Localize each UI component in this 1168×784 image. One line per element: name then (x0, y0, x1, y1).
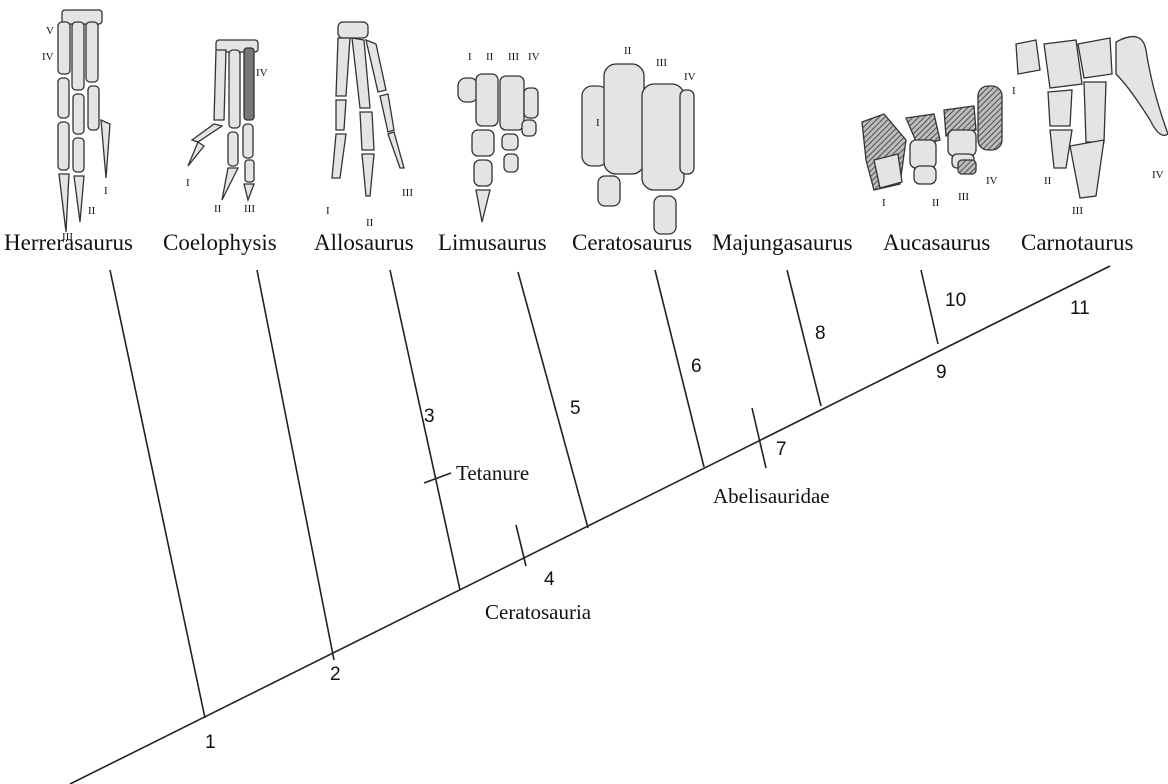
branch-coelophysis (257, 270, 334, 660)
clade-label-abelisauridae: Abelisauridae (713, 484, 830, 508)
node-number-5: 5 (570, 398, 581, 419)
digit-label-herrerasaurus-ii: II (88, 205, 96, 217)
digit-label-limusaurus-ii: II (486, 51, 494, 63)
digit-label-aucasaurus-i: I (882, 197, 886, 209)
clade-labels: Tetanure Ceratosauria Abelisauridae (456, 461, 830, 624)
node-number-9: 9 (936, 362, 947, 383)
digit-label-ceratosaurus-i: I (596, 117, 600, 129)
aucasaurus-hand-illustration (862, 86, 1002, 190)
digit-label-ceratosaurus-iii: III (656, 57, 667, 69)
taxon-labels: Herrerasaurus Coelophysis Allosaurus Lim… (4, 230, 1133, 255)
digit-label-aucasaurus-iv: IV (986, 175, 998, 187)
herrerasaurus-hand-illustration (58, 10, 110, 232)
taxon-label-carnotaurus: Carnotaurus (1021, 230, 1133, 255)
taxon-label-ceratosaurus: Ceratosaurus (572, 230, 692, 255)
digit-label-carnotaurus-iii: III (1072, 205, 1083, 217)
tetanure-tick (424, 473, 451, 483)
node-number-11: 11 (1070, 298, 1090, 319)
node-number-8: 8 (815, 323, 826, 344)
digit-label-coelophysis-iv: IV (256, 67, 268, 79)
node-number-6: 6 (691, 356, 702, 377)
digit-label-limusaurus-iv: IV (528, 51, 540, 63)
node-numbers: 1 2 3 4 5 6 7 8 9 10 11 (205, 290, 1090, 753)
clade-label-ceratosauria: Ceratosauria (485, 600, 592, 624)
branch-aucasaurus (921, 270, 938, 344)
taxon-label-herrerasaurus: Herrerasaurus (4, 230, 133, 255)
digit-label-carnotaurus-ii: II (1044, 175, 1052, 187)
digit-label-herrerasaurus-v: V (46, 25, 54, 37)
digit-label-carnotaurus-i: I (1012, 85, 1016, 97)
digit-label-aucasaurus-ii: II (932, 197, 940, 209)
node-number-1: 1 (205, 732, 216, 753)
digit-label-ceratosaurus-iv: IV (684, 71, 696, 83)
digit-label-herrerasaurus-i: I (104, 185, 108, 197)
digit-label-limusaurus-i: I (468, 51, 472, 63)
node-number-3: 3 (424, 406, 435, 427)
coelophysis-hand-illustration (188, 40, 258, 200)
clade-label-tetanure: Tetanure (456, 461, 529, 485)
main-stem-line (70, 266, 1110, 784)
taxon-label-majungasaurus: Majungasaurus (712, 230, 853, 255)
digit-label-carnotaurus-iv: IV (1152, 169, 1164, 181)
node-number-2: 2 (330, 664, 341, 685)
digit-label-allosaurus-ii: II (366, 217, 374, 229)
digit-label-coelophysis-ii: II (214, 203, 222, 215)
allosaurus-hand-illustration (332, 22, 404, 196)
node-number-4: 4 (544, 569, 555, 590)
digit-label-coelophysis-i: I (186, 177, 190, 189)
cladogram-branches (70, 266, 1110, 784)
digit-label-ceratosaurus-ii: II (624, 45, 632, 57)
taxon-label-allosaurus: Allosaurus (314, 230, 414, 255)
node-number-10: 10 (945, 290, 966, 311)
digit-label-allosaurus-i: I (326, 205, 330, 217)
carnotaurus-hand-illustration (1016, 37, 1168, 198)
ceratosaurus-hand-illustration (582, 64, 694, 234)
digit-label-limusaurus-iii: III (508, 51, 519, 63)
node-number-7: 7 (776, 439, 787, 460)
taxon-label-limusaurus: Limusaurus (438, 230, 547, 255)
digit-label-herrerasaurus-iv: IV (42, 51, 54, 63)
taxon-label-aucasaurus: Aucasaurus (883, 230, 990, 255)
branch-herrerasaurus (110, 270, 205, 718)
digit-label-coelophysis-iii: III (244, 203, 255, 215)
branch-allosaurus (390, 270, 460, 590)
digit-label-allosaurus-iii: III (402, 187, 413, 199)
taxon-label-coelophysis: Coelophysis (163, 230, 277, 255)
digit-label-aucasaurus-iii: III (958, 191, 969, 203)
limusaurus-hand-illustration (458, 74, 538, 222)
